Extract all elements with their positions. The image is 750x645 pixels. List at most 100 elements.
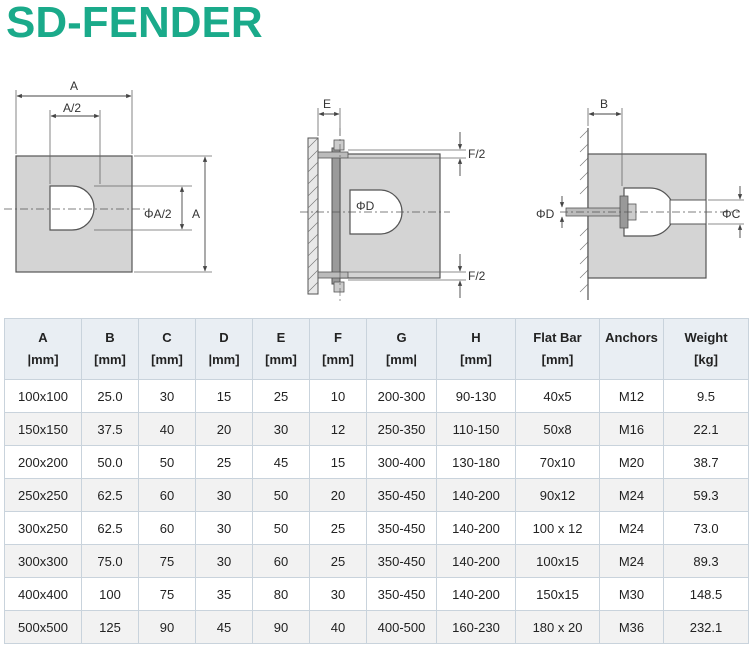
technical-drawings: A A/2 ΦA/2 A bbox=[0, 68, 750, 316]
table-cell: 148.5 bbox=[663, 577, 749, 611]
table-cell: 160-230 bbox=[436, 610, 516, 644]
table-cell: M24 bbox=[599, 544, 664, 578]
table-cell: 110-150 bbox=[436, 412, 516, 446]
table-cell: M16 bbox=[599, 412, 664, 446]
table-cell: 30 bbox=[309, 577, 367, 611]
column-header: D|mm] bbox=[195, 318, 253, 380]
table-cell: M36 bbox=[599, 610, 664, 644]
table-cell: 140-200 bbox=[436, 544, 516, 578]
section-view-drawing: B ΦD ΦC bbox=[536, 97, 744, 300]
table-cell: 10 bbox=[309, 379, 367, 413]
table-cell: 200x200 bbox=[4, 445, 82, 479]
table-cell: 38.7 bbox=[663, 445, 749, 479]
table-cell: 45 bbox=[195, 610, 253, 644]
table-cell: 30 bbox=[195, 544, 253, 578]
table-cell: 140-200 bbox=[436, 478, 516, 512]
table-cell: 75 bbox=[138, 544, 196, 578]
dimension-label: ΦD bbox=[356, 199, 375, 213]
dimension-label: ΦD bbox=[536, 207, 555, 221]
table-cell: 300x250 bbox=[4, 511, 82, 545]
table-cell: 30 bbox=[252, 412, 310, 446]
table-cell: 300-400 bbox=[366, 445, 437, 479]
table-cell: 50x8 bbox=[515, 412, 600, 446]
table-cell: 50.0 bbox=[81, 445, 139, 479]
table-cell: 90 bbox=[138, 610, 196, 644]
table-cell: 25 bbox=[309, 511, 367, 545]
table-cell: 60 bbox=[138, 511, 196, 545]
table-cell: 9.5 bbox=[663, 379, 749, 413]
table-cell: 40 bbox=[309, 610, 367, 644]
table-cell: 350-450 bbox=[366, 544, 437, 578]
table-cell: 100x15 bbox=[515, 544, 600, 578]
table-cell: 140-200 bbox=[436, 577, 516, 611]
table-cell: 130-180 bbox=[436, 445, 516, 479]
table-cell: 22.1 bbox=[663, 412, 749, 446]
column-header: Weight[kg] bbox=[663, 318, 749, 380]
column-header: H[mm] bbox=[436, 318, 516, 380]
table-cell: 80 bbox=[252, 577, 310, 611]
dimension-label: ΦC bbox=[722, 207, 741, 221]
dimension-label: F/2 bbox=[468, 147, 486, 161]
table-cell: 89.3 bbox=[663, 544, 749, 578]
table-cell: M12 bbox=[599, 379, 664, 413]
dimension-label: B bbox=[600, 97, 608, 111]
table-cell: 37.5 bbox=[81, 412, 139, 446]
table-cell: 250x250 bbox=[4, 478, 82, 512]
table-cell: 25 bbox=[195, 445, 253, 479]
specification-table: A|mm] B[mm] C[mm] D|mm] E[mm] F[mm] G[mm… bbox=[4, 318, 749, 644]
column-header: F[mm] bbox=[309, 318, 367, 380]
table-cell: 200-300 bbox=[366, 379, 437, 413]
table-cell: 90-130 bbox=[436, 379, 516, 413]
table-cell: M20 bbox=[599, 445, 664, 479]
table-cell: 350-450 bbox=[366, 577, 437, 611]
table-cell: 140-200 bbox=[436, 511, 516, 545]
table-cell: 15 bbox=[309, 445, 367, 479]
table-cell: 30 bbox=[138, 379, 196, 413]
table-cell: 40 bbox=[138, 412, 196, 446]
table-cell: M24 bbox=[599, 511, 664, 545]
table-cell: 25.0 bbox=[81, 379, 139, 413]
table-cell: 180 x 20 bbox=[515, 610, 600, 644]
table-cell: 60 bbox=[252, 544, 310, 578]
column-header: A|mm] bbox=[4, 318, 82, 380]
table-cell: 150x15 bbox=[515, 577, 600, 611]
dimension-label: F/2 bbox=[468, 269, 486, 283]
table-cell: 90x12 bbox=[515, 478, 600, 512]
table-cell: 15 bbox=[195, 379, 253, 413]
column-header: C[mm] bbox=[138, 318, 196, 380]
table-cell: 50 bbox=[252, 478, 310, 512]
table-cell: 62.5 bbox=[81, 511, 139, 545]
table-cell: 12 bbox=[309, 412, 367, 446]
page-title: SD-FENDER bbox=[6, 0, 263, 47]
dimension-label: E bbox=[323, 97, 331, 111]
table-cell: M30 bbox=[599, 577, 664, 611]
table-cell: 150x150 bbox=[4, 412, 82, 446]
table-cell: 50 bbox=[138, 445, 196, 479]
column-header: G[mm| bbox=[366, 318, 437, 380]
table-cell: 62.5 bbox=[81, 478, 139, 512]
dimension-label: ΦA/2 bbox=[144, 207, 172, 221]
table-cell: 60 bbox=[138, 478, 196, 512]
table-cell: 400x400 bbox=[4, 577, 82, 611]
table-cell: 400-500 bbox=[366, 610, 437, 644]
table-cell: 70x10 bbox=[515, 445, 600, 479]
table-cell: 25 bbox=[252, 379, 310, 413]
table-cell: M24 bbox=[599, 478, 664, 512]
table-cell: 100 x 12 bbox=[515, 511, 600, 545]
table-cell: 59.3 bbox=[663, 478, 749, 512]
side-view-drawing: E ΦD F/2 F/2 bbox=[300, 97, 486, 304]
table-cell: 20 bbox=[309, 478, 367, 512]
dimension-label: A bbox=[192, 207, 200, 221]
table-cell: 30 bbox=[195, 478, 253, 512]
column-header: E[mm] bbox=[252, 318, 310, 380]
table-cell: 300x300 bbox=[4, 544, 82, 578]
